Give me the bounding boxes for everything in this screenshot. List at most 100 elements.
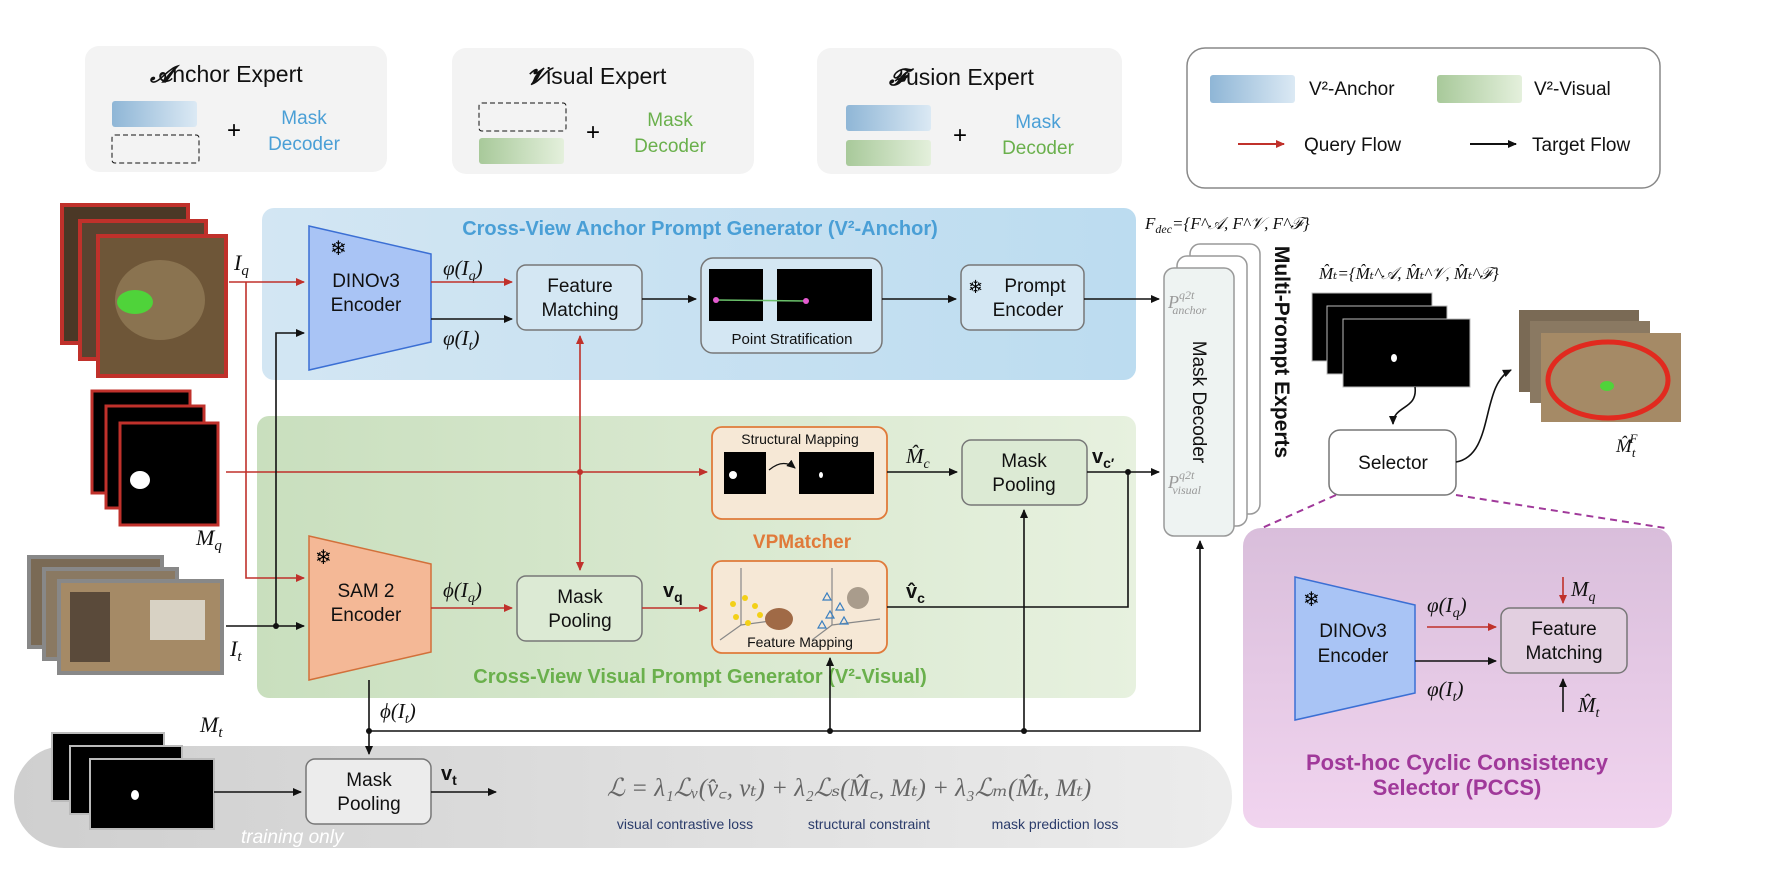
pccs-phi-t: φ(I (1427, 677, 1454, 701)
svg-text:ϕ(It): ϕ(It) (380, 699, 416, 727)
vt-sub: t (452, 772, 457, 788)
pccs-dinov3-encoder: ❄ DINOv3 Encoder (1294, 576, 1416, 721)
p-anchor-sub: anchor (1172, 303, 1206, 317)
target-image-stack (27, 555, 224, 675)
anchor-expert-decoder-1: Mask (281, 108, 327, 129)
query-flow-arrows (226, 278, 1567, 631)
fdec-sub: dec (1155, 222, 1172, 236)
p-visual: P (1167, 472, 1179, 492)
key-target-label: Target Flow (1532, 135, 1630, 156)
pccs-connector-right (1455, 494, 1666, 529)
point-stratification-module: Point Stratification (700, 257, 883, 354)
snowflake-icon: ❄ (315, 547, 332, 569)
phi-It-anchor: φ(I (443, 326, 470, 350)
mask-pooling-visual-label-2: Pooling (548, 611, 611, 632)
query-image-stack (60, 203, 228, 378)
svg-text:M̂c: M̂c (905, 444, 931, 472)
training-only-label: training only (241, 827, 345, 848)
svg-text:ϕ(Iq): ϕ(Iq) (443, 578, 482, 606)
mc-hat: M̂ (905, 444, 925, 468)
pccs-phi-q-sub: q (1453, 606, 1460, 621)
final-output-image-stack (1519, 310, 1681, 422)
pccs-feature-matching: Feature Matching (1500, 607, 1628, 674)
feature-matching-label-2: Matching (541, 300, 618, 321)
svg-text:vc′: vc′ (1092, 446, 1115, 471)
mc-hat-sub: c (924, 457, 931, 472)
mtf-sub: t (1632, 445, 1636, 460)
label-Mq: M (195, 525, 216, 550)
dinov3-label-1: DINOv3 (332, 271, 400, 292)
mask-pooling-visual-label-1: Mask (557, 587, 603, 608)
svg-text:M̂t: M̂t (1577, 693, 1601, 721)
target-mask-stack (51, 732, 215, 830)
p-anchor-sup: q2t (1179, 288, 1195, 302)
feature-matching-module: Feature Matching (516, 264, 643, 331)
key-visual-label: V²-Visual (1534, 79, 1611, 100)
vc-prime-sub: c′ (1103, 455, 1115, 471)
fdec-set: ={F^𝒜, F^𝒱, F^ℱ} (1172, 214, 1310, 233)
feature-matching-label-1: Feature (547, 276, 612, 297)
pccs-mt: M̂ (1577, 693, 1597, 717)
target-flow-arrows (214, 295, 1567, 796)
svg-text:M̂tF: M̂tF (1615, 431, 1638, 460)
svg-text:v̂c: v̂c (906, 581, 925, 606)
svg-text:Mt: Mt (199, 712, 223, 741)
dinov3-encoder: ❄ DINOv3 Encoder (308, 225, 432, 371)
phi-Iq-anchor: φ(I (443, 256, 470, 280)
vpmatcher-label: VPMatcher (753, 532, 852, 553)
p-anchor: P (1167, 292, 1179, 312)
svg-text:Iq: Iq (233, 250, 249, 279)
pccs-phi-q: φ(I (1427, 593, 1454, 617)
prompt-encoder-label-2: Encoder (993, 300, 1064, 321)
anchor-expert-empty-slot (111, 134, 200, 164)
visual-expert-plus: + (586, 119, 600, 146)
anchor-panel (262, 208, 1136, 380)
anchor-expert-decoder-2: Decoder (268, 134, 340, 155)
svg-text:𝓥isual Expert: 𝓥isual Expert (527, 63, 667, 89)
sam2-encoder: ❄ SAM 2 Encoder (308, 535, 432, 681)
pccs-dinov3-label-1: DINOv3 (1319, 621, 1387, 642)
visual-expert-visual-swatch (479, 138, 564, 164)
fusion-expert-anchor-swatch (846, 105, 931, 131)
multi-prompt-experts-label: Multi-Prompt Experts (1270, 246, 1293, 458)
visual-panel (257, 416, 1136, 698)
label-Mq-sub: q (214, 538, 222, 554)
mask-pooling-structural-label-1: Mask (1001, 451, 1047, 472)
visual-expert-empty-slot (478, 102, 567, 132)
fusion-expert-decoder-2: Decoder (1002, 138, 1074, 159)
legend-key: V²-Anchor V²-Visual Query Flow Target Fl… (1186, 47, 1661, 189)
selector-label: Selector (1358, 453, 1428, 474)
svg-text:φ(Iq): φ(Iq) (1427, 593, 1467, 621)
visual-expert-title: isual Expert (546, 63, 667, 89)
feature-mapping-label: Feature Mapping (747, 634, 853, 650)
mask-pooling-module-structural: Mask Pooling (961, 439, 1088, 506)
loss-caption-3: mask prediction loss (992, 816, 1119, 832)
svg-text:It: It (229, 636, 242, 665)
mtf: M̂ (1615, 436, 1633, 457)
pccs-feature-matching-label-1: Feature (1531, 619, 1596, 640)
mt-set-label: M̂ₜ={M̂ₜ^𝒜, M̂ₜ^𝒱, M̂ₜ^ℱ} (1318, 264, 1499, 283)
anchor-expert-title: nchor Expert (172, 61, 303, 87)
pccs-Mq-sub: q (1589, 590, 1596, 605)
dinov3-label-2: Encoder (331, 295, 402, 316)
svg-text:vt: vt (441, 763, 457, 788)
vt: v (441, 763, 453, 785)
key-visual-swatch (1437, 75, 1522, 103)
structural-mapping-module: Structural Mapping (711, 426, 888, 520)
label-Mt-sub: t (218, 725, 223, 741)
pccs-Mq: M (1570, 577, 1590, 601)
prompt-encoder-label-1: Prompt (1004, 276, 1066, 297)
output-mask-stack (1311, 292, 1471, 388)
feature-mapping-module: Feature Mapping (711, 560, 888, 654)
visual-expert-decoder-2: Decoder (634, 136, 706, 157)
sam-phi-It-sub: t (405, 712, 410, 727)
label-Iq-sub: q (241, 263, 249, 279)
fusion-expert-plus: + (953, 122, 967, 149)
phi-It-anchor-sub: t (469, 339, 474, 354)
visual-expert-decoder-1: Mask (647, 110, 693, 131)
sam2-label-2: Encoder (331, 605, 402, 626)
